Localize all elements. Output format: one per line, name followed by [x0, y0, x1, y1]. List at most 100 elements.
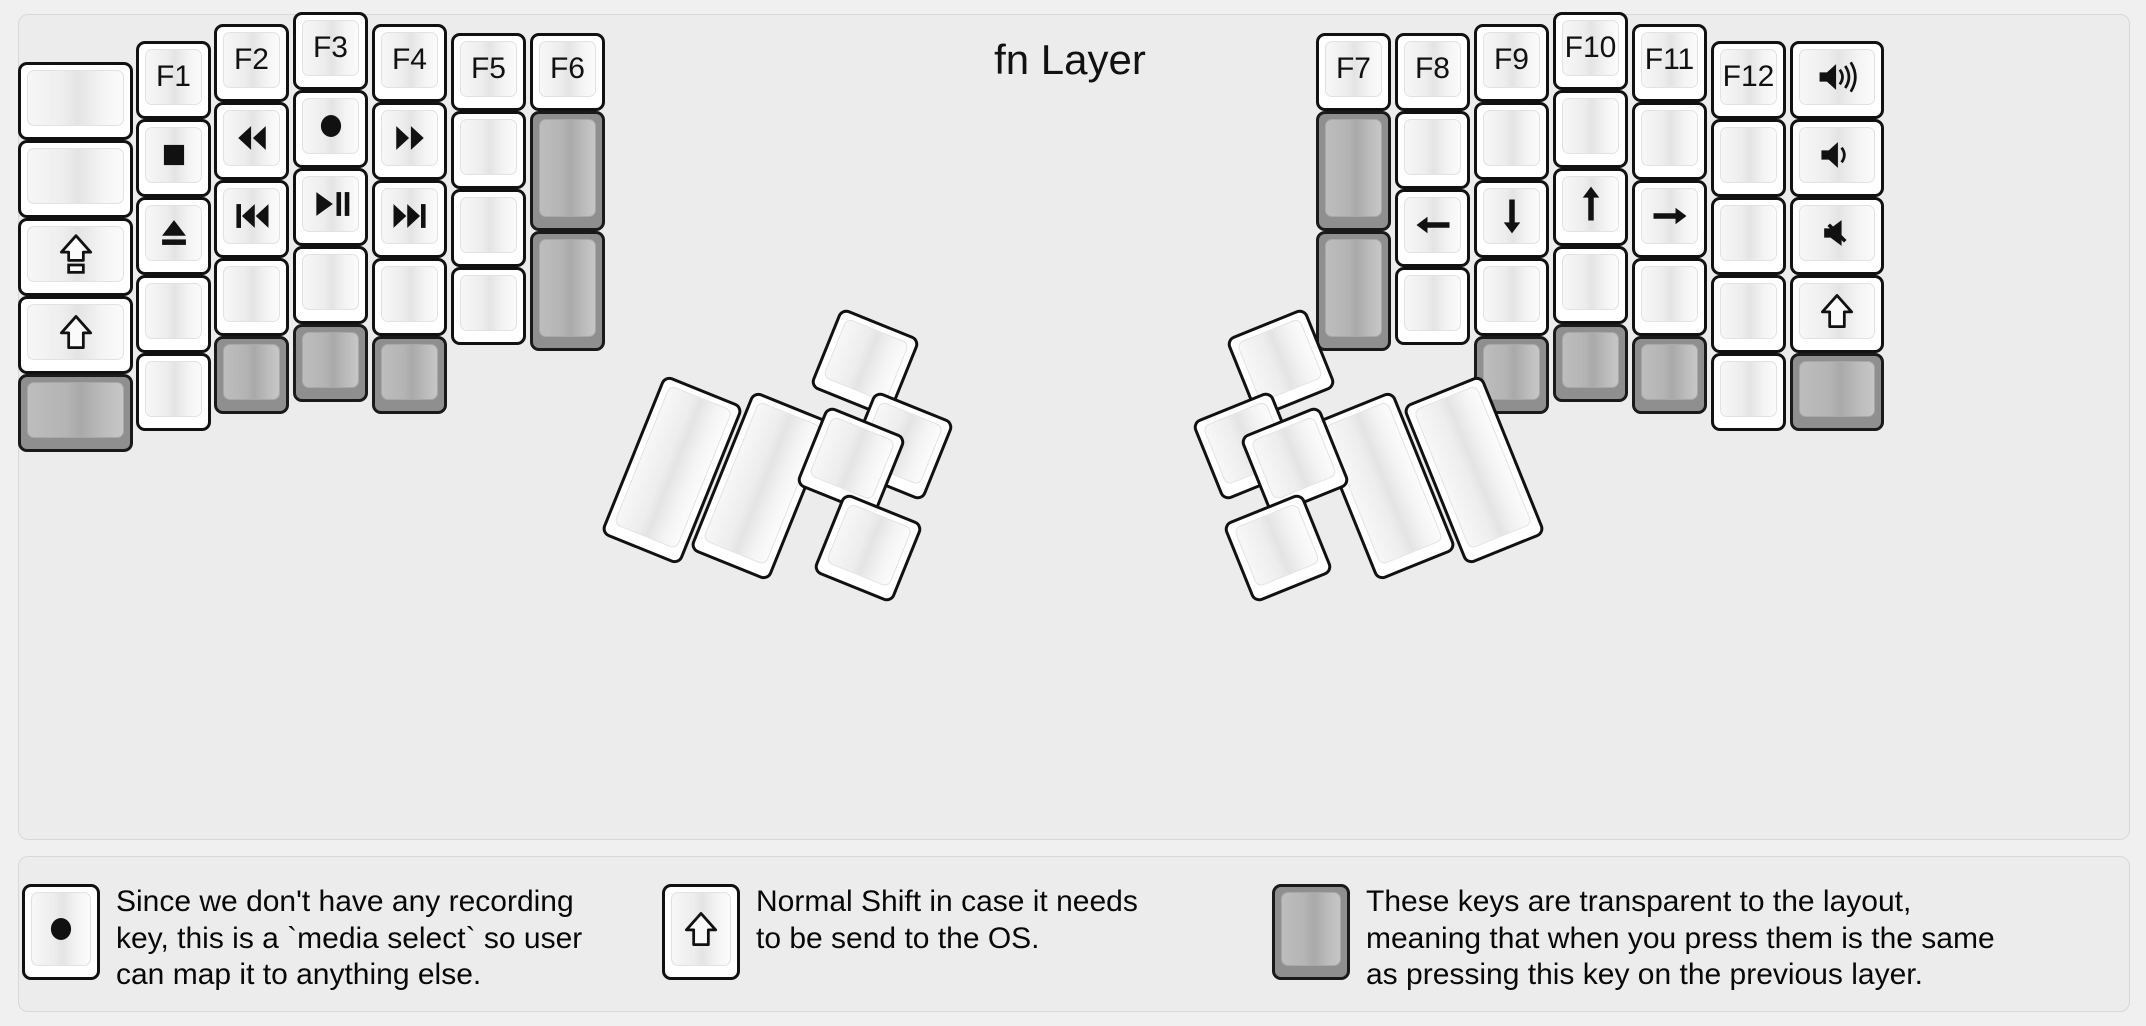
legend-item: Normal Shift in case it needs to be send…	[662, 884, 1138, 980]
keycap-face	[223, 266, 280, 322]
key-trans-l5[interactable]	[18, 374, 133, 452]
key-media-prev[interactable]	[214, 180, 289, 258]
key-blank-ri2[interactable]	[1474, 102, 1549, 180]
keycap-face	[1562, 20, 1619, 76]
key-blank-rn2[interactable]	[1395, 111, 1470, 189]
key-arrow-up[interactable]	[1553, 168, 1628, 246]
key-f3[interactable]: F3	[293, 12, 368, 90]
key-trans-ri5[interactable]	[1474, 336, 1549, 414]
keycap-face	[1483, 110, 1540, 166]
key-blank-rr4[interactable]	[1632, 258, 1707, 336]
key-trans-i5[interactable]	[372, 336, 447, 414]
keycap-face	[1562, 176, 1619, 232]
key-blank-l2[interactable]	[18, 140, 133, 218]
keycap-face	[460, 41, 517, 97]
key-blank-rp4[interactable]	[1711, 275, 1786, 353]
keycap-face	[1236, 317, 1324, 403]
key-volume-up[interactable]	[1790, 41, 1884, 119]
key-blank-n4[interactable]	[451, 267, 526, 345]
legend-description: These keys are transparent to the layout…	[1366, 885, 1995, 992]
keycap-face	[539, 239, 596, 337]
keycap-face	[145, 205, 202, 261]
key-shift-right[interactable]	[1790, 275, 1884, 353]
key-trans-rm5[interactable]	[1553, 324, 1628, 402]
key-trans-m5[interactable]	[293, 324, 368, 402]
key-blank-rr2[interactable]	[1632, 102, 1707, 180]
key-trans-r5[interactable]	[214, 336, 289, 414]
key-media-next[interactable]	[372, 180, 447, 258]
key-blank-p5[interactable]	[136, 353, 211, 431]
key-trans-rr5[interactable]	[1632, 336, 1707, 414]
keycap-face	[302, 254, 359, 310]
key-f1[interactable]: F1	[136, 41, 211, 119]
key-blank-rp3[interactable]	[1711, 197, 1786, 275]
keycap-face	[460, 119, 517, 175]
legend-description: Normal Shift in case it needs to be send…	[756, 885, 1138, 955]
key-blank-m4[interactable]	[293, 246, 368, 324]
key-trans-ro5[interactable]	[1790, 353, 1884, 431]
key-f5[interactable]: F5	[451, 33, 526, 111]
keycap-face	[1483, 344, 1540, 400]
key-blank-r4[interactable]	[214, 258, 289, 336]
key-blank-rp2[interactable]	[1711, 119, 1786, 197]
key-trans-x3[interactable]	[530, 231, 605, 351]
keycap-face	[381, 188, 438, 244]
keycap-face	[1799, 283, 1875, 339]
key-blank-rn4[interactable]	[1395, 267, 1470, 345]
key-f7[interactable]: F7	[1316, 33, 1391, 111]
key-blank-i4[interactable]	[372, 258, 447, 336]
keycap-face	[1641, 32, 1698, 88]
legend-description: Since we don't have any recording key, t…	[116, 885, 583, 992]
keycap-face	[1641, 110, 1698, 166]
legend-keycap	[1272, 884, 1350, 980]
key-blank-l1[interactable]	[18, 62, 133, 140]
key-arrow-down[interactable]	[1474, 180, 1549, 258]
key-blank-rm4[interactable]	[1553, 246, 1628, 324]
key-f8[interactable]: F8	[1395, 33, 1470, 111]
key-media-eject[interactable]	[136, 197, 211, 275]
keycap-face	[1562, 254, 1619, 310]
key-blank-rp5[interactable]	[1711, 353, 1786, 431]
key-capslock[interactable]	[18, 218, 133, 296]
keycap-face	[1483, 188, 1540, 244]
key-f4[interactable]: F4	[372, 24, 447, 102]
key-blank-rm2[interactable]	[1553, 90, 1628, 168]
key-trans-y2[interactable]	[1316, 111, 1391, 231]
keycap-face	[1799, 49, 1875, 105]
key-volume-mute[interactable]	[1790, 197, 1884, 275]
key-f11[interactable]: F11	[1632, 24, 1707, 102]
key-f6[interactable]: F6	[530, 33, 605, 111]
key-arrow-right[interactable]	[1632, 180, 1707, 258]
key-media-stop[interactable]	[136, 119, 211, 197]
key-media-playpause[interactable]	[293, 168, 368, 246]
key-volume-down[interactable]	[1790, 119, 1884, 197]
key-f10[interactable]: F10	[1553, 12, 1628, 90]
key-blank-ri4[interactable]	[1474, 258, 1549, 336]
keycap-face	[27, 304, 124, 360]
keycap-face	[1799, 127, 1875, 183]
key-shift-left[interactable]	[18, 296, 133, 374]
key-f2[interactable]: F2	[214, 24, 289, 102]
key-trans-x2[interactable]	[530, 111, 605, 231]
keycap-face	[1250, 415, 1338, 501]
legend-item: These keys are transparent to the layout…	[1272, 884, 1995, 994]
keycap-face	[460, 275, 517, 331]
keycap-face	[223, 110, 280, 166]
key-arrow-left[interactable]	[1395, 189, 1470, 267]
keycap-face	[1404, 41, 1461, 97]
key-trans-y3[interactable]	[1316, 231, 1391, 351]
keycap-face	[145, 361, 202, 417]
key-media-record[interactable]	[293, 90, 368, 168]
key-blank-p4[interactable]	[136, 275, 211, 353]
legend-keycap	[22, 884, 100, 980]
key-f12[interactable]: F12	[1711, 41, 1786, 119]
key-blank-n3[interactable]	[451, 189, 526, 267]
keycap-face	[381, 110, 438, 166]
keycap-face	[539, 119, 596, 217]
keycap-face	[1281, 892, 1341, 966]
key-media-rewind[interactable]	[214, 102, 289, 180]
key-f9[interactable]: F9	[1474, 24, 1549, 102]
key-blank-n2[interactable]	[451, 111, 526, 189]
key-media-fastforward[interactable]	[372, 102, 447, 180]
keycap-face	[1562, 332, 1619, 388]
